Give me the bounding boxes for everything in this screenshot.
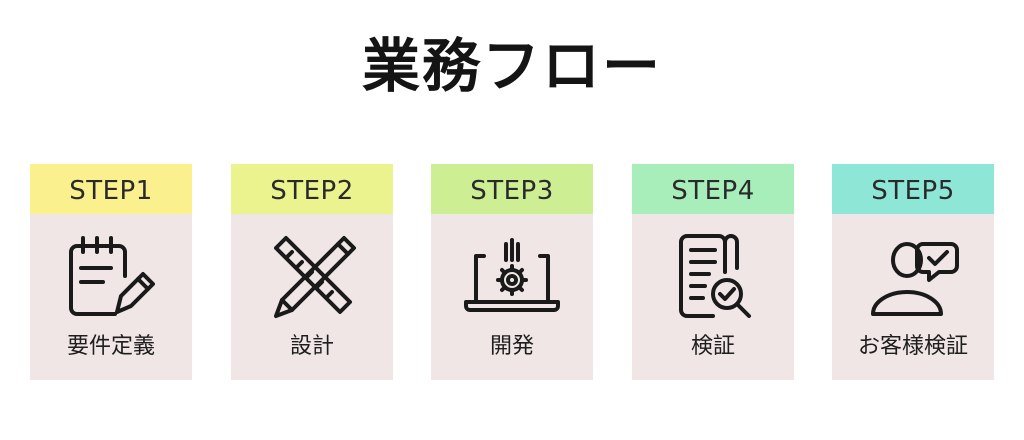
step-card-2: STEP2 設計 bbox=[231, 164, 393, 380]
step-header-2: STEP2 bbox=[231, 164, 393, 214]
notepad-pencil-icon bbox=[61, 232, 161, 324]
step-header-5: STEP5 bbox=[832, 164, 994, 214]
step-header-1: STEP1 bbox=[30, 164, 192, 214]
step-card-5: STEP5 お客様検証 bbox=[832, 164, 994, 380]
pencil-ruler-icon bbox=[262, 232, 362, 324]
workflow-steps: STEP1 要件定義 STEP2 bbox=[30, 164, 994, 380]
page-title: 業務フロー bbox=[361, 32, 662, 100]
step-card-3: STEP3 開発 bbox=[431, 164, 593, 380]
step-label-5: お客様検証 bbox=[857, 334, 968, 359]
document-check-icon bbox=[663, 232, 763, 324]
step-label-1: 要件定義 bbox=[66, 334, 155, 359]
step-header-4: STEP4 bbox=[632, 164, 794, 214]
step-card-4: STEP4 検証 bbox=[632, 164, 794, 380]
step-label-2: 設計 bbox=[289, 334, 334, 359]
user-check-icon bbox=[863, 232, 963, 324]
step-label-4: 検証 bbox=[690, 334, 735, 359]
step-label-3: 開発 bbox=[489, 334, 534, 359]
step-header-3: STEP3 bbox=[431, 164, 593, 214]
laptop-gear-icon bbox=[462, 232, 562, 324]
step-card-1: STEP1 要件定義 bbox=[30, 164, 192, 380]
